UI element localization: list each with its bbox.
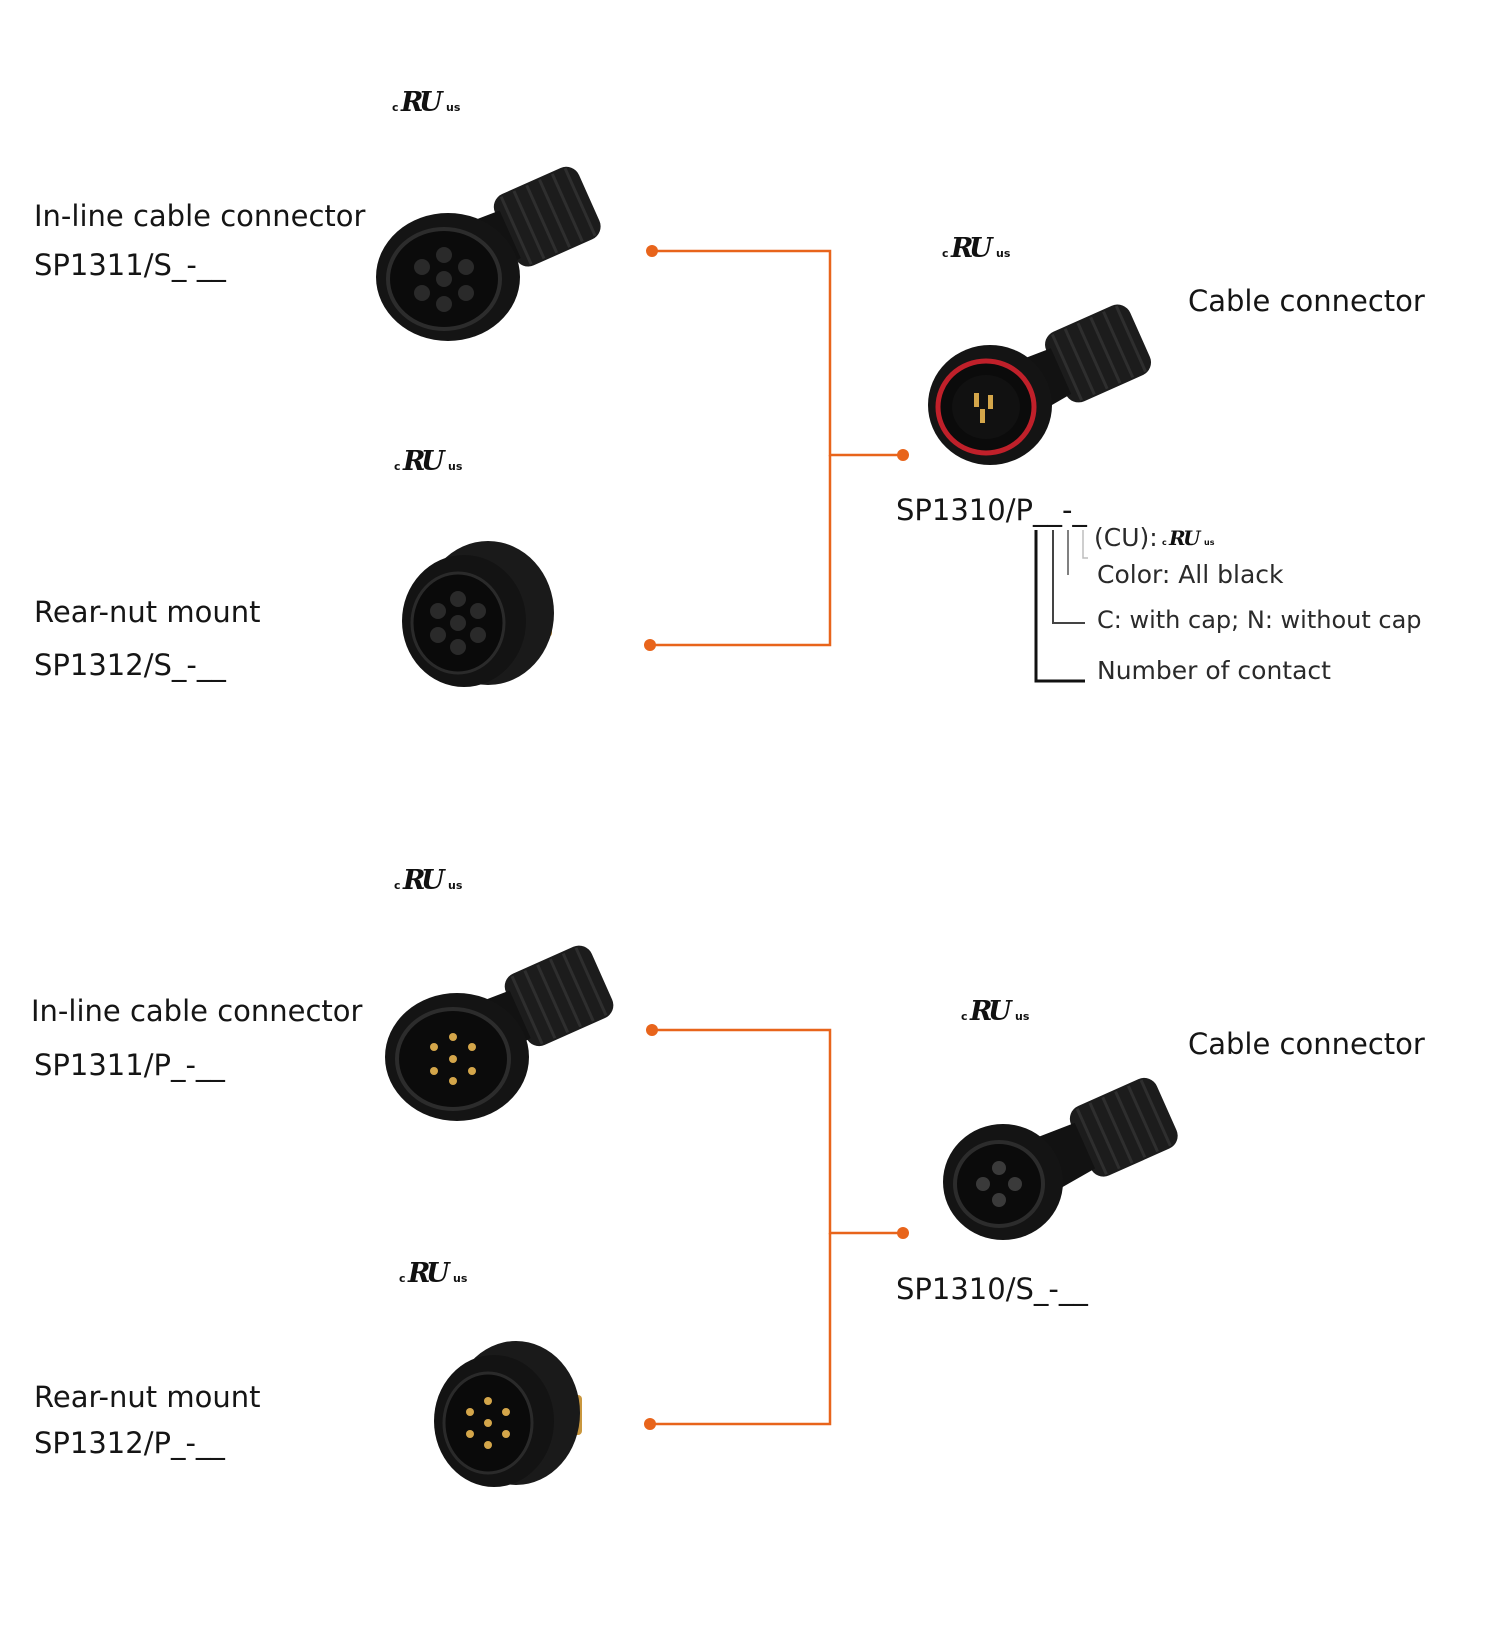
group1-rear-line — [650, 455, 832, 647]
svg-text:U: U — [969, 233, 994, 262]
group1-cable-code: SP1310/P__-_ — [896, 493, 1087, 527]
female-inline-connector-icon — [376, 166, 601, 341]
svg-text:U: U — [421, 446, 446, 475]
group2-cable-dot — [897, 1227, 909, 1239]
group2-rear-code: SP1312/P_-__ — [34, 1426, 225, 1460]
ul-certification-icon: c R U us — [394, 865, 463, 894]
svg-text:c: c — [961, 1010, 968, 1023]
female-rear-nut-mount-icon — [402, 541, 554, 687]
male-cable-connector-icon — [928, 304, 1152, 465]
group2-rear-line — [650, 1233, 832, 1426]
svg-text:c: c — [942, 247, 949, 260]
svg-text:c: c — [392, 101, 399, 114]
group1-rear-dot — [644, 639, 656, 651]
svg-text:R: R — [402, 446, 425, 475]
group2-inline-title: In-line cable connector — [31, 994, 363, 1028]
group2-inline-code: SP1311/P_-__ — [34, 1048, 225, 1082]
svg-text:U: U — [421, 865, 446, 894]
group2-dots — [644, 1024, 909, 1430]
svg-text:c: c — [399, 1272, 406, 1285]
group2-cable-title: Cable connector — [1188, 1027, 1425, 1061]
svg-text:c: c — [1162, 538, 1167, 547]
group2-cable-code: SP1310/S_-__ — [896, 1272, 1088, 1306]
svg-text:us: us — [996, 247, 1011, 260]
ul-certification-icon: c R U us — [399, 1258, 468, 1287]
svg-text:R: R — [1168, 526, 1186, 548]
group2-rear-title: Rear-nut mount — [34, 1380, 261, 1414]
svg-text:c: c — [394, 879, 401, 892]
svg-text:R: R — [969, 996, 992, 1025]
svg-text:us: us — [448, 879, 463, 892]
part-number-legend-brackets — [1034, 530, 1088, 683]
svg-text:us: us — [1204, 538, 1215, 547]
svg-text:R: R — [402, 865, 425, 894]
svg-text:U: U — [988, 996, 1013, 1025]
group1-lines — [650, 249, 900, 647]
svg-text:R: R — [400, 87, 423, 116]
group1-inline-title: In-line cable connector — [34, 199, 366, 233]
group2-inline-line — [652, 1028, 900, 1235]
svg-text:U: U — [1183, 526, 1202, 548]
female-cable-connector-icon — [943, 1077, 1178, 1240]
male-inline-connector-icon — [385, 945, 614, 1121]
svg-text:R: R — [407, 1258, 430, 1287]
group1-cable-dot — [897, 449, 909, 461]
group2-rear-dot — [644, 1418, 656, 1430]
svg-text:us: us — [448, 460, 463, 473]
group1-rear-code: SP1312/S_-__ — [34, 648, 226, 682]
group2-lines — [650, 1028, 900, 1426]
legend-color: Color: All black — [1097, 560, 1284, 589]
svg-text:us: us — [453, 1272, 468, 1285]
bracket-cu — [1082, 530, 1088, 559]
svg-text:us: us — [446, 101, 461, 114]
ul-certification-icon: c R U us — [942, 233, 1011, 262]
legend-contacts: Number of contact — [1097, 656, 1331, 685]
male-rear-nut-mount-icon — [434, 1341, 582, 1487]
svg-text:U: U — [419, 87, 444, 116]
legend-cu: (CU): — [1094, 523, 1158, 552]
group1-dots — [644, 245, 909, 651]
legend-cap: C: with cap; N: without cap — [1097, 606, 1422, 634]
svg-text:c: c — [394, 460, 401, 473]
group1-inline-line — [652, 249, 900, 457]
group1-inline-dot — [646, 245, 658, 257]
bracket-contacts — [1034, 530, 1085, 683]
group1-inline-code: SP1311/S_-__ — [34, 248, 226, 282]
ul-certification-icon: c R U us — [394, 446, 463, 475]
group1-rear-title: Rear-nut mount — [34, 595, 261, 629]
group1-cable-title: Cable connector — [1188, 284, 1425, 318]
ul-certification-icon: c R U us — [392, 87, 461, 116]
svg-text:us: us — [1015, 1010, 1030, 1023]
ul-certification-icon: c R U us — [961, 996, 1030, 1025]
svg-text:R: R — [950, 233, 973, 262]
bracket-cap — [1052, 530, 1085, 624]
group2-inline-dot — [646, 1024, 658, 1036]
svg-text:U: U — [426, 1258, 451, 1287]
ul-certification-icon: c R U us — [1162, 526, 1215, 548]
